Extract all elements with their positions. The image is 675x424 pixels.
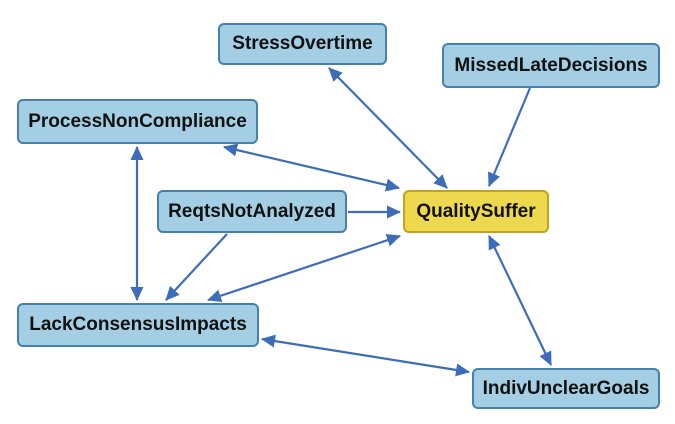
- edge-stressovertime-qualitysuffer: [328, 67, 448, 189]
- node-reqtsnotanalyzed[interactable]: ReqtsNotAnalyzed: [157, 190, 347, 233]
- edge-missedlatedecisions-qualitysuffer: [487, 87, 532, 187]
- node-stressovertime[interactable]: StressOvertime: [218, 23, 387, 65]
- edge-qualitysuffer-indivuncleargoals: [488, 235, 552, 366]
- node-qualitysuffer[interactable]: QualitySuffer: [403, 190, 549, 233]
- edge-processnoncompliance-qualitysuffer: [223, 143, 400, 192]
- node-indivuncleargoals[interactable]: IndivUnclearGoals: [472, 368, 660, 409]
- edge-lackconsensusimpacts-qualitysuffer: [207, 233, 401, 303]
- edge-lackconsensusimpacts-indivuncleargoals: [261, 334, 470, 377]
- node-lackconsensusimpacts[interactable]: LackConsensusImpacts: [17, 303, 259, 347]
- node-missedlatedecisions[interactable]: MissedLateDecisions: [442, 43, 660, 88]
- node-processnoncompliance[interactable]: ProcessNonCompliance: [17, 99, 258, 144]
- edge-reqtsnotanalyzed-lackconsensusimpacts: [165, 233, 228, 301]
